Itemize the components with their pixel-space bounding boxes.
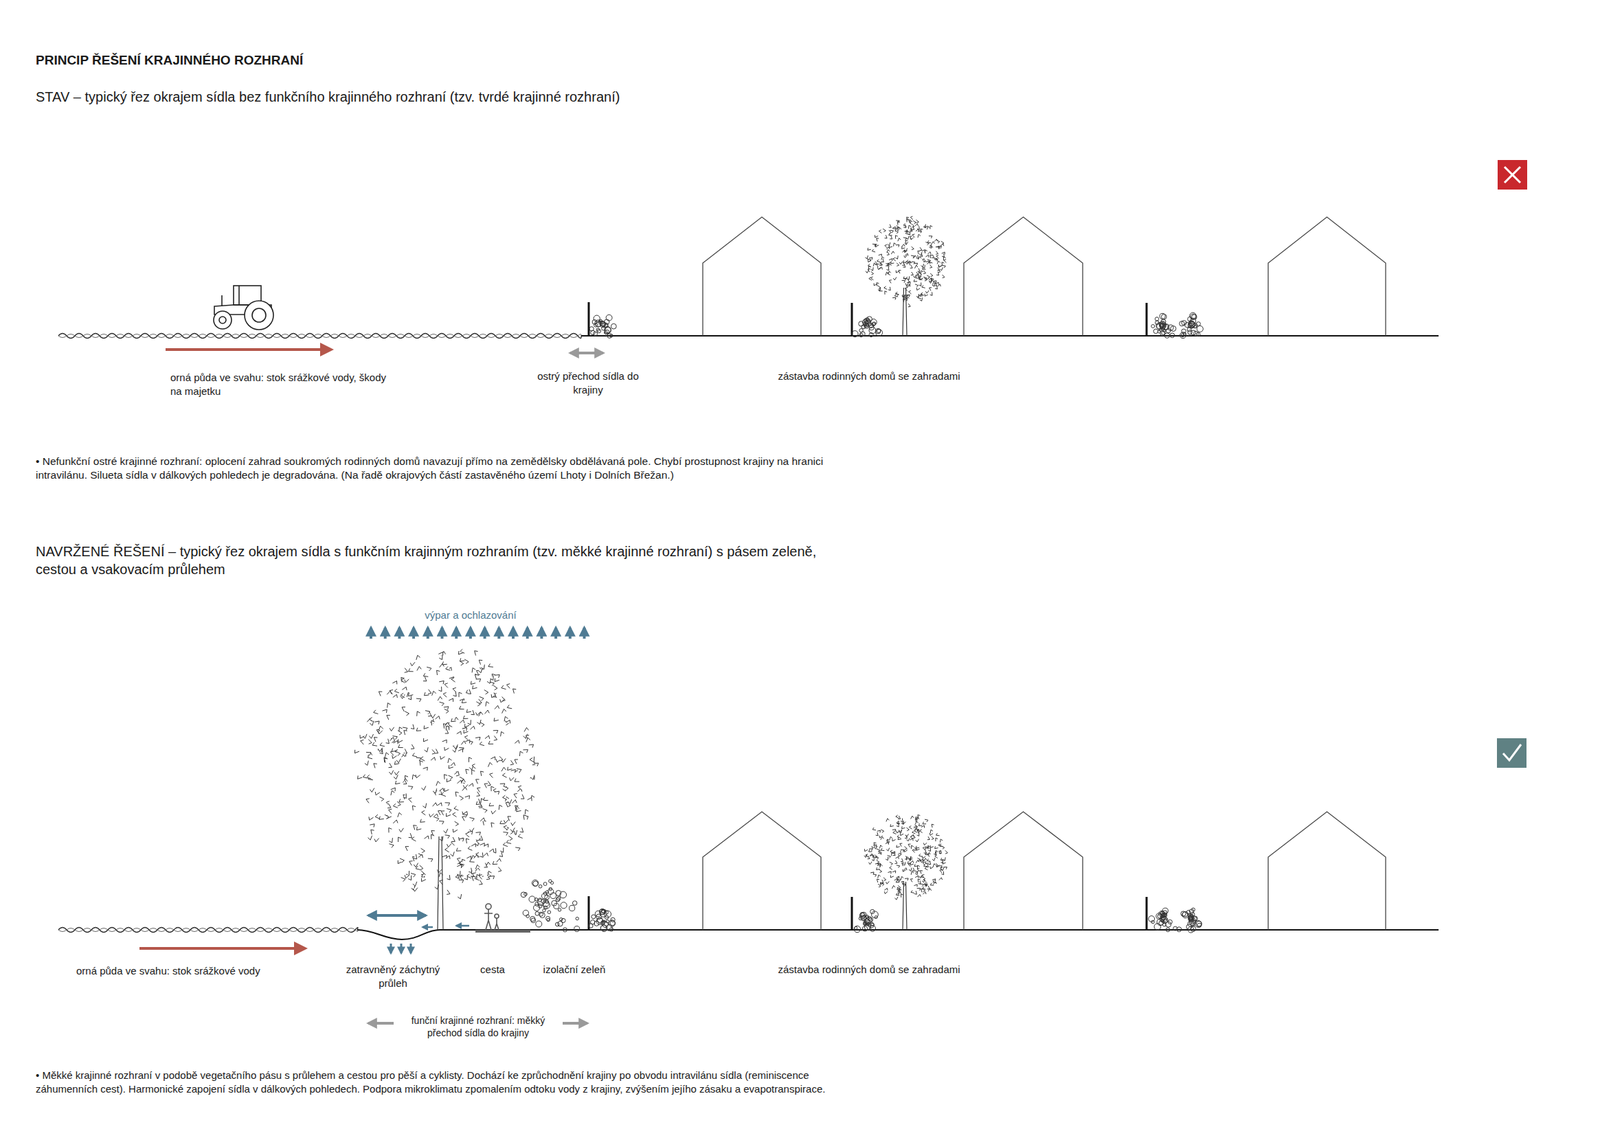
evaporation-arrow xyxy=(441,627,444,639)
evaporation-arrow xyxy=(568,627,572,639)
evaporation-arrow xyxy=(554,627,558,639)
shrub xyxy=(520,880,580,933)
annotation: zatravněný záchytný průleh xyxy=(334,963,452,990)
fence-post xyxy=(1145,897,1148,931)
section-heading: STAV – typický řez okrajem sídla bez fun… xyxy=(35,87,1067,106)
shrub xyxy=(1148,908,1178,933)
note-text: • Měkké krajinné rozhraní v podobě veget… xyxy=(35,1068,854,1096)
water-flow-arrow xyxy=(368,914,426,918)
annotation: ostrý přechod sídla do krajiny xyxy=(533,369,644,397)
tree-trunk xyxy=(437,836,444,931)
shrub xyxy=(851,316,883,338)
house-outline xyxy=(963,217,1083,336)
tree-crown xyxy=(355,649,539,900)
annotation: orná půda ve svahu: stok srážkové vody, … xyxy=(170,370,398,398)
infiltration-arrow xyxy=(390,943,393,954)
water-flow-arrow xyxy=(422,926,433,929)
section-heading: NAVRŽENÉ ŘEŠENÍ – typický řez okrajem sí… xyxy=(35,542,840,579)
annotation: zástavba rodinných domů se zahradami xyxy=(731,369,1007,384)
fence-post xyxy=(851,302,854,336)
evaporation-arrow xyxy=(483,627,487,639)
shrub xyxy=(1179,312,1204,339)
tree-trunk xyxy=(902,882,907,931)
field-furrows xyxy=(58,928,358,933)
red-cross-icon xyxy=(1497,160,1528,190)
infiltration-arrow xyxy=(410,943,413,954)
evaporation-arrow xyxy=(397,627,401,639)
fence-post xyxy=(588,302,591,336)
runoff-arrow xyxy=(139,947,306,951)
existing-section xyxy=(58,216,1439,354)
infiltration-arrow xyxy=(400,943,403,954)
path-surface xyxy=(475,930,531,933)
evaporation-arrow xyxy=(454,627,458,639)
annotation: izolační zeleň xyxy=(529,963,619,977)
interface-arrow xyxy=(368,1022,394,1025)
ground-line xyxy=(581,335,1439,337)
evaporation-arrow xyxy=(511,627,515,639)
evaporation-arrow xyxy=(469,627,472,639)
interface-arrow xyxy=(562,1022,588,1025)
shrub xyxy=(853,909,878,933)
transition-arrow xyxy=(570,351,604,355)
shrub xyxy=(1151,313,1177,338)
tractor xyxy=(213,285,274,330)
pedestrians xyxy=(484,904,499,931)
house-outline xyxy=(963,812,1083,931)
ground-with-swale xyxy=(357,930,1439,940)
evaporation-arrow xyxy=(497,627,501,639)
house-outline xyxy=(702,217,821,336)
field-furrows xyxy=(58,928,358,933)
tree-trunk xyxy=(902,287,907,336)
annotation: orná půda ve svahu: stok srážkové vody xyxy=(76,964,324,979)
house-outline xyxy=(1268,217,1386,336)
evaporation-arrow xyxy=(384,627,387,639)
evaporation-arrow xyxy=(526,627,529,639)
annotation: cesta xyxy=(468,963,517,977)
check-icon xyxy=(1496,738,1527,769)
evaporation-arrow xyxy=(426,627,430,639)
proposed-section xyxy=(58,627,1439,1024)
shrub xyxy=(588,908,616,932)
shrub xyxy=(1176,908,1203,933)
evaporation-arrow xyxy=(412,627,415,639)
annotation: výpar a ochlazování xyxy=(388,608,554,623)
runoff-arrow xyxy=(165,348,332,352)
fence-post xyxy=(1145,302,1148,336)
shrub xyxy=(528,892,576,933)
evaporation-arrow xyxy=(583,627,587,639)
annotation: funční krajinné rozhraní: měkký přechod … xyxy=(398,1014,558,1040)
shrub xyxy=(589,314,617,338)
water-flow-arrow xyxy=(456,925,470,928)
annotation: zástavba rodinných domů se zahradami xyxy=(731,963,1007,977)
evaporation-arrow xyxy=(539,627,543,639)
note-text: • Nefunkční ostré krajinné rozhraní: opl… xyxy=(35,454,854,483)
fence-post xyxy=(851,897,854,931)
page-title: PRINCIP ŘEŠENÍ KRAJINNÉHO ROZHRANÍ xyxy=(35,52,303,70)
evaporation-arrow xyxy=(369,627,373,639)
house-outline xyxy=(702,812,821,931)
field-furrows xyxy=(58,334,582,338)
field-furrows xyxy=(58,333,582,339)
house-outline xyxy=(1268,812,1386,931)
